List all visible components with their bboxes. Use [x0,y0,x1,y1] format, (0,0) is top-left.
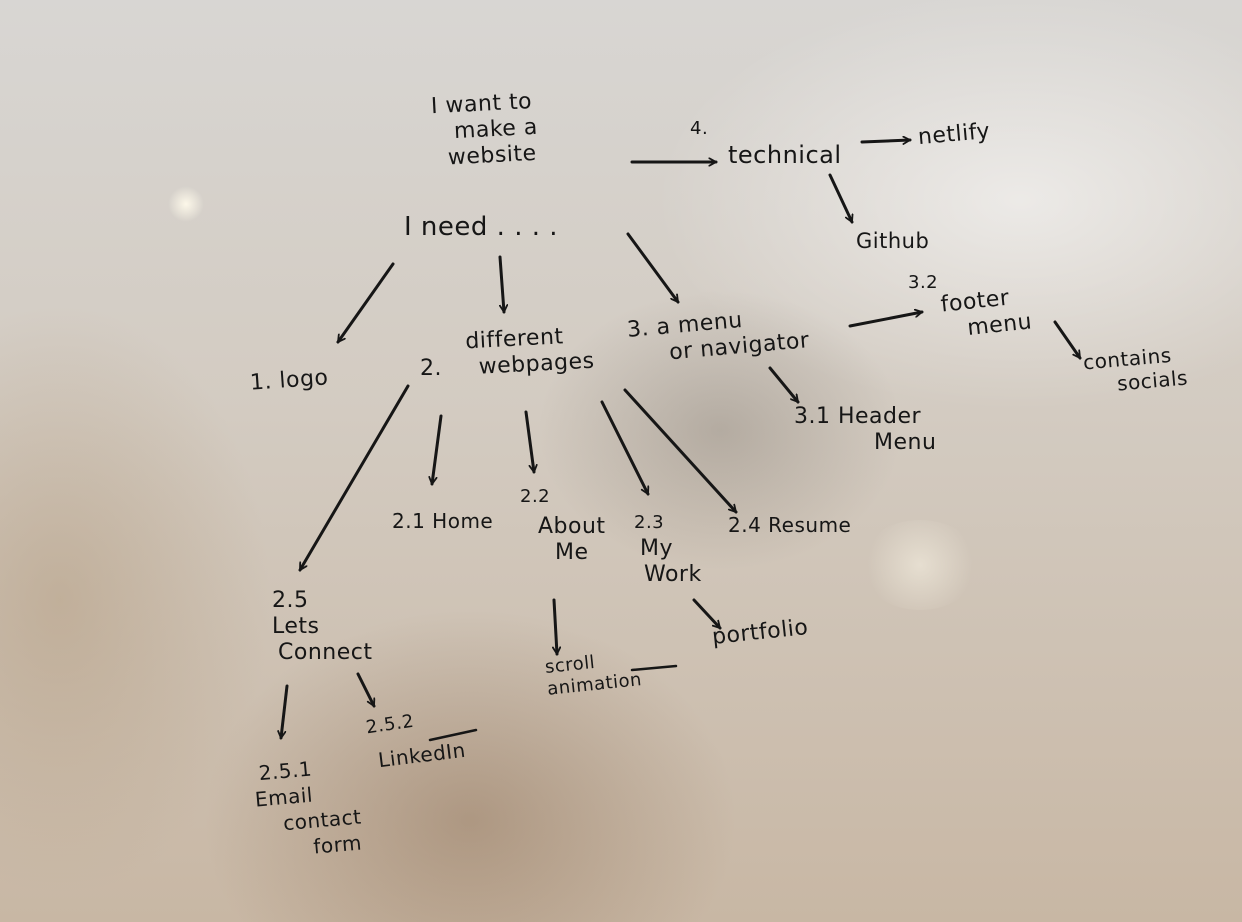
window-reflection [860,520,980,610]
header-line-2: Menu [874,430,937,455]
connect-line-1: 2.5 [272,588,309,613]
arrow-webpages-to-resume [623,388,738,514]
node-resume: 2.4 Resume [728,513,852,537]
node-technical: technical [728,141,842,169]
node-root: I want to make a website [412,89,540,173]
arrow-technical-to-github [828,173,854,222]
light-reflection [168,186,204,222]
node-socials: contains socials [1082,342,1189,399]
node-webpages: different webpages [465,323,595,382]
node-header-menu: 3.1 Header Menu [794,404,936,456]
work-line-2: Work [644,562,702,587]
node-lets-connect: 2.5 Lets Connect [272,588,372,666]
arrow-webpages-to-connect [298,384,410,570]
header-line-1: 3.1 Header [794,404,922,429]
node-email-form: 2.5.1 Email contact form [252,752,365,865]
arrow-footer-to-socials [1053,320,1082,358]
node-home: 2.1 Home [392,509,494,533]
about-number: 2.2 [520,486,551,507]
node-need: I need . . . . [404,212,559,242]
node-github: Github [856,229,930,253]
arrow-connect-to-linkedin [356,672,376,706]
arrow-need-to-webpages [498,255,504,312]
arrow-menu-to-header [768,366,800,404]
linkedin-underline [428,728,478,742]
arrow-menu-to-footer [848,312,922,328]
connect-line-2: Lets [272,614,320,639]
node-logo: 1. logo [249,365,330,396]
scroll-underline [630,664,678,672]
about-line-2: Me [555,540,589,565]
technical-number: 4. [690,118,709,139]
webpages-number: 2. [420,356,442,381]
node-footer-menu: footer menu [940,283,1034,344]
arrow-webpages-to-work [600,400,650,494]
arrow-about-to-scroll [554,598,557,654]
arrow-technical-to-netlify [860,140,910,142]
arrow-webpages-to-about [524,410,534,472]
arrow-webpages-to-home [432,414,443,484]
arrow-need-to-logo [336,262,395,342]
footer-number: 3.2 [908,272,939,293]
about-line-1: About [538,514,606,539]
arrow-need-to-menu [626,232,680,304]
arrow-work-to-portfolio [692,598,722,630]
arrow-connect-to-email [281,684,289,738]
work-line-1: My [640,536,674,561]
node-my-work: My Work [640,536,702,588]
node-about: About Me [538,514,606,566]
work-number: 2.3 [634,512,665,533]
connect-line-3: Connect [278,640,373,665]
